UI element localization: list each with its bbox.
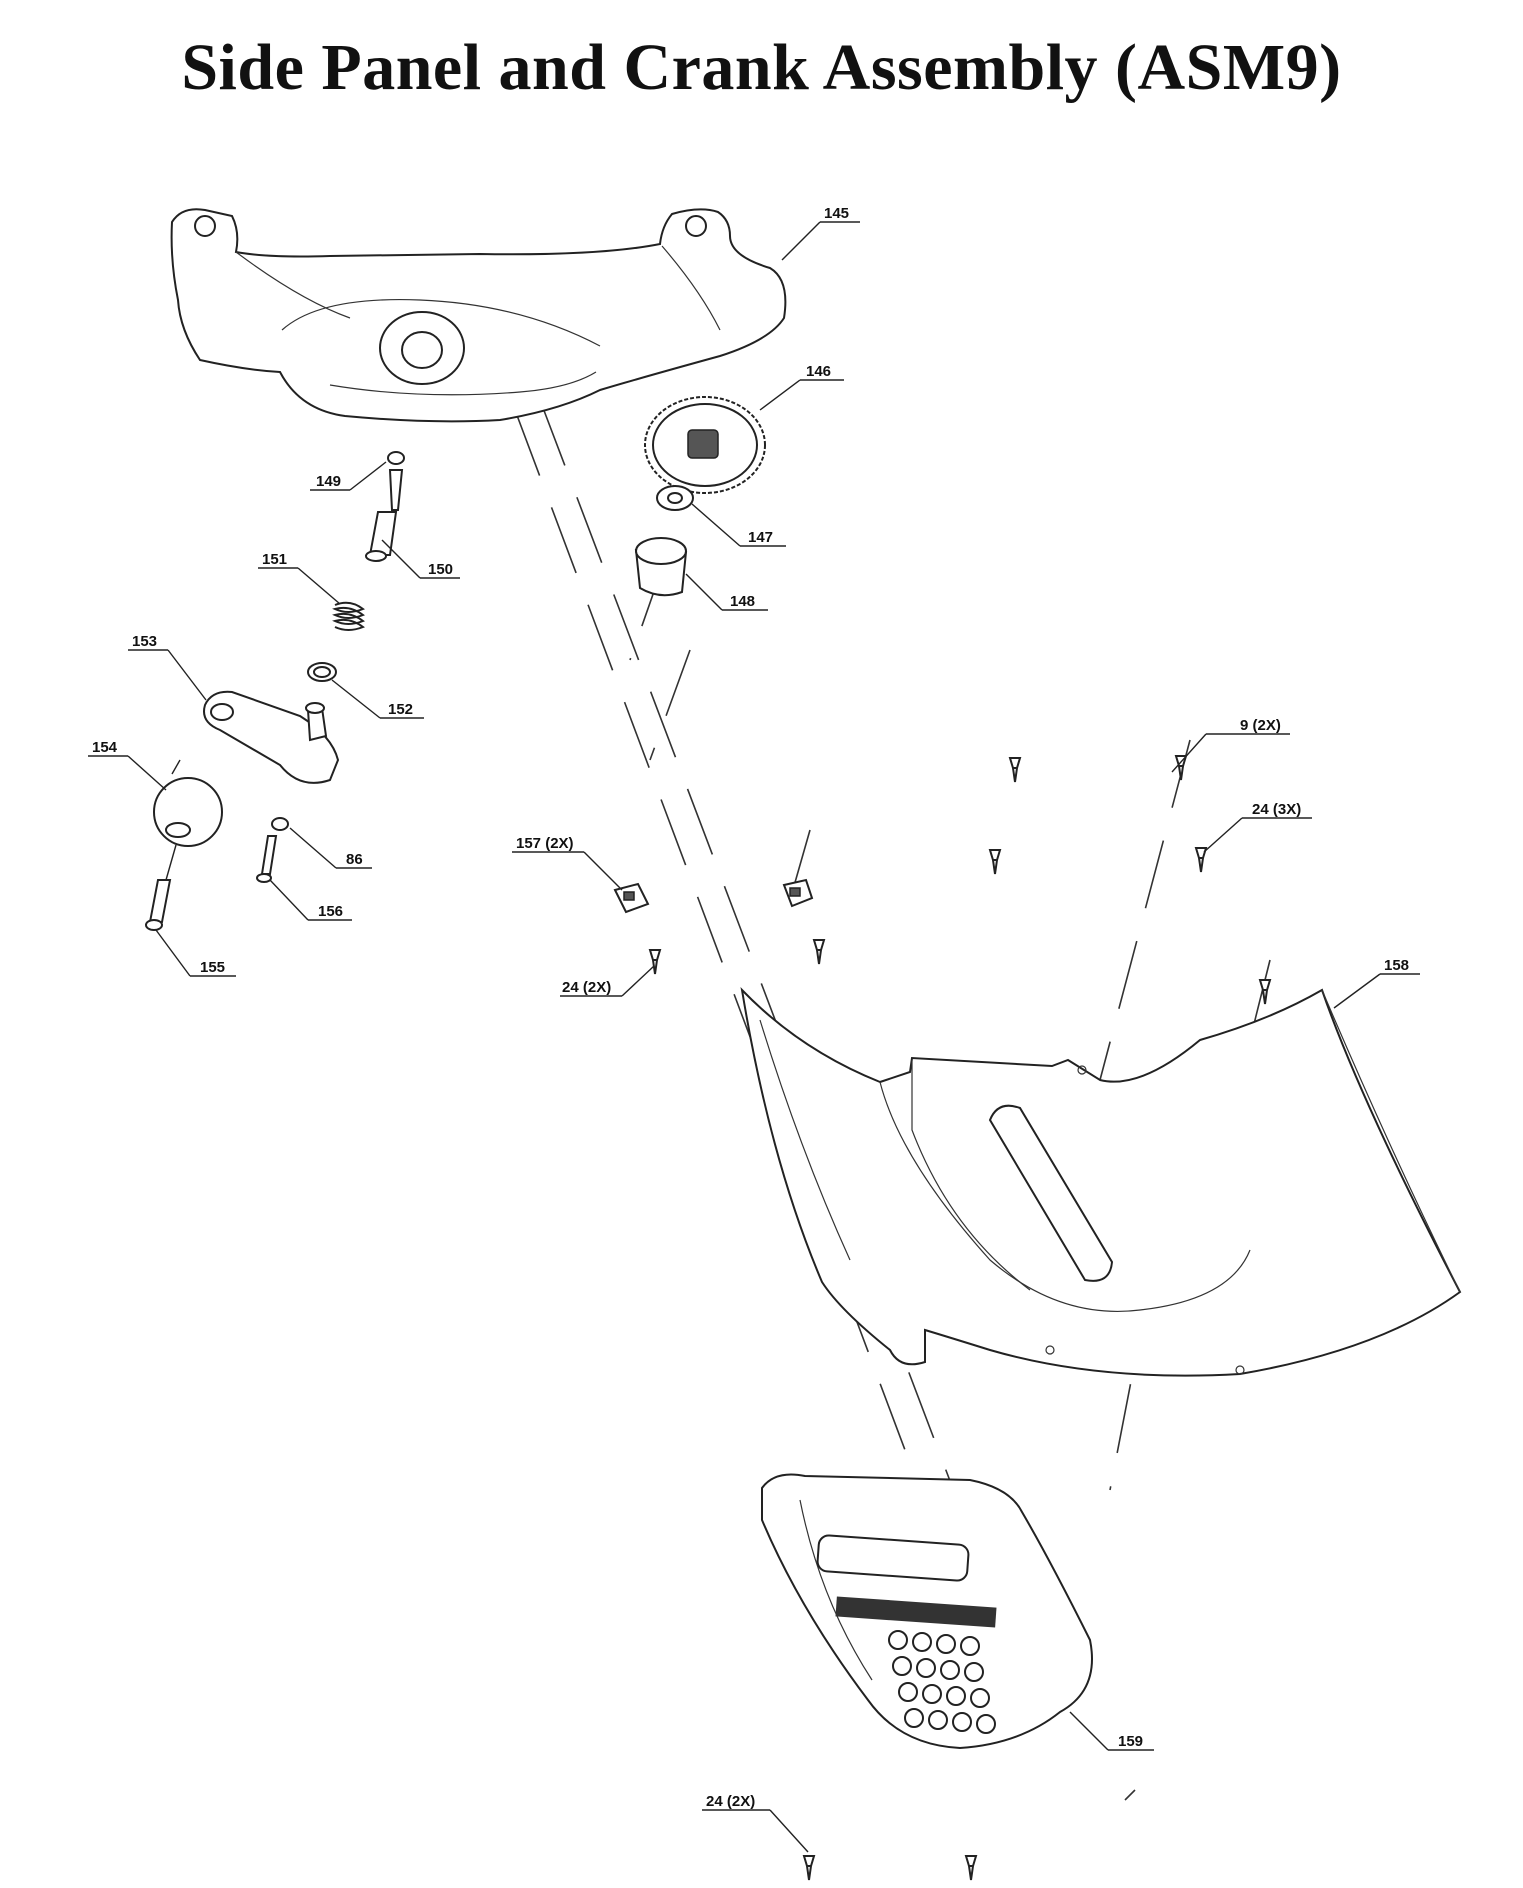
callout-155: 155 [200,959,225,976]
part-145-side-panel-top [170,208,787,423]
callout-86: 86 [346,851,363,868]
callout-150: 150 [428,561,453,578]
part-159-console [761,1473,1093,1750]
callout-148: 148 [730,593,755,610]
callout-153: 153 [132,633,157,650]
callout-146: 146 [806,363,831,380]
callout-157: 157 (2X) [516,835,574,852]
callout-leaders [88,221,1420,1853]
console-keypad [888,1630,996,1734]
callout-screw-24-3x: 24 (3X) [1252,801,1301,818]
callout-158: 158 [1384,957,1409,974]
part-146-gear [644,396,766,494]
part-150-shaft-pin [365,469,404,562]
part-152-o-ring [307,662,337,682]
callout-screw-24-2x-mid: 24 (2X) [562,979,611,996]
screw-fasteners [648,755,1272,1881]
part-154-knob [153,759,223,847]
part-153-crank-arm [203,690,340,784]
part-158-side-shroud [740,987,1462,1377]
part-148-bushing [634,537,688,597]
callout-145: 145 [824,205,849,222]
callout-159: 159 [1118,1733,1143,1750]
part-86-washer [271,817,289,831]
part-149-nut [387,451,405,465]
part-156-screw [256,835,278,883]
part-151-spring [332,601,366,631]
page-title: Side Panel and Crank Assembly (ASM9) [181,31,1342,104]
part-157-clips [613,878,814,914]
callout-147: 147 [748,529,773,546]
callout-149: 149 [316,473,341,490]
callout-labels: 145 146 147 148 149 150 151 152 153 154 … [92,205,1409,1810]
callout-151: 151 [262,551,287,568]
callout-152: 152 [388,701,413,718]
callout-156: 156 [318,903,343,920]
callout-154: 154 [92,739,118,756]
part-155-bolt [145,844,177,931]
callout-screw-24-2x-bottom: 24 (2X) [706,1793,755,1810]
callout-screw-9: 9 (2X) [1240,717,1281,734]
part-147-washer [656,485,694,511]
